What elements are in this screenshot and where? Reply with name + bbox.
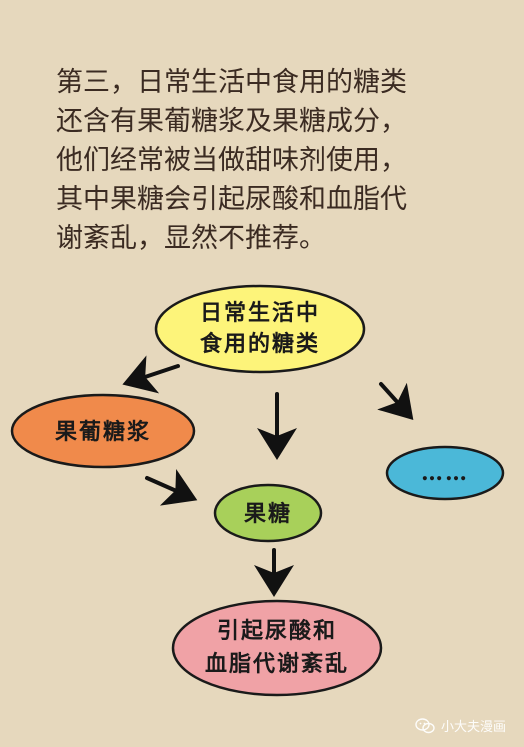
intro-paragraph: 第三，日常生活中食用的糖类 还含有果葡糖浆及果糖成分， 他们经常被当做甜味剂使用…: [56, 63, 496, 258]
node-etc: [385, 445, 505, 501]
node-fructose: [213, 483, 323, 543]
arrow-syrup-to-fructose: [145, 469, 198, 506]
arrow-top-to-syrup: [122, 355, 180, 394]
node-daily-sugar-label-2: 食用的糖类: [200, 331, 320, 357]
paragraph-line: 他们经常被当做甜味剂使用，: [56, 145, 407, 176]
paragraph-line: 还含有果葡糖浆及果糖成分，: [56, 106, 407, 137]
watermark: 小大夫漫画: [415, 716, 506, 735]
watermark-text: 小大夫漫画: [440, 720, 506, 735]
arrow-top-to-etc: [377, 382, 414, 420]
paragraph-line: 谢紊乱，显然不推荐。: [56, 223, 326, 254]
node-result: [171, 599, 383, 697]
paragraph-line: 其中果糖会引起尿酸和血脂代: [56, 184, 407, 215]
node-result-label-1: 引起尿酸和: [217, 618, 337, 644]
node-fructose-syrup: [10, 393, 196, 469]
node-daily-sugar: [154, 284, 366, 374]
node-daily-sugar-label-1: 日常生活中: [200, 300, 320, 326]
wechat-icon: [415, 717, 435, 733]
node-fructose-label: 果糖: [244, 501, 292, 527]
node-etc-label: ……: [421, 460, 469, 486]
paragraph-line: 第三，日常生活中食用的糖类: [56, 67, 407, 98]
node-fructose-syrup-label: 果葡糖浆: [55, 419, 151, 445]
node-result-label-2: 血脂代谢紊乱: [205, 651, 349, 677]
